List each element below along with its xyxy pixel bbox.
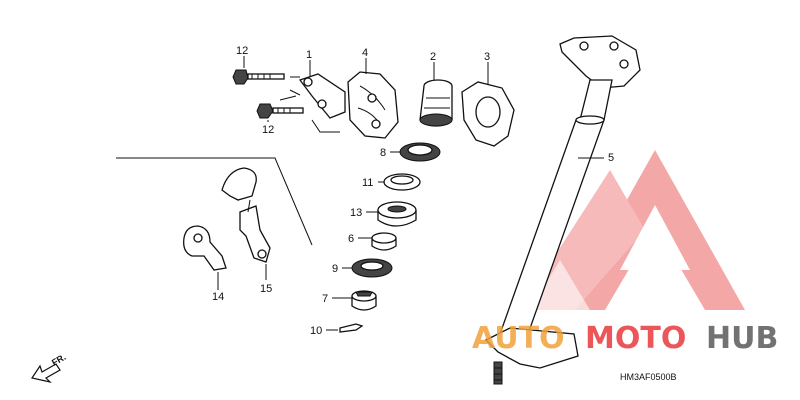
callout-10: 10 bbox=[310, 325, 322, 337]
part-7-nut bbox=[351, 290, 377, 311]
bolt-12-bottom bbox=[256, 103, 304, 119]
watermark-word-moto: MOTO bbox=[585, 321, 686, 356]
watermark-word-auto: AUTO bbox=[472, 321, 565, 356]
leader-lines bbox=[243, 56, 604, 299]
part-15-clamp bbox=[221, 167, 271, 280]
front-arrow-icon bbox=[31, 363, 61, 384]
watermark-word-hub: HUB bbox=[706, 321, 778, 356]
watermark-logo bbox=[520, 150, 745, 310]
part-4-holder bbox=[347, 71, 399, 139]
part-14-clamp bbox=[183, 225, 227, 290]
bolt-12-top bbox=[232, 69, 300, 85]
part-10-cotter-pin bbox=[326, 323, 364, 333]
callout-15: 15 bbox=[260, 283, 272, 295]
diagram-code: HM3AF0500B bbox=[620, 372, 677, 382]
part-11-ring bbox=[383, 173, 421, 191]
callout-12-bottom: 12 bbox=[262, 124, 274, 136]
callout-13: 13 bbox=[350, 207, 362, 219]
front-direction-indicator: FR. bbox=[31, 352, 68, 384]
part-13-bearing bbox=[377, 201, 417, 227]
callout-4: 4 bbox=[362, 47, 368, 59]
callout-7: 7 bbox=[322, 293, 328, 305]
part-5-steering-shaft bbox=[484, 35, 641, 385]
part-6-collar bbox=[371, 232, 397, 251]
group-separator-line bbox=[116, 157, 313, 246]
part-8-seal bbox=[399, 142, 441, 162]
callout-14: 14 bbox=[212, 291, 224, 303]
callout-3: 3 bbox=[484, 51, 490, 63]
part-2-bushing bbox=[419, 79, 453, 127]
part-9-seal bbox=[351, 258, 393, 278]
callout-2: 2 bbox=[430, 51, 436, 63]
callout-5: 5 bbox=[608, 152, 614, 164]
callout-11: 11 bbox=[362, 177, 373, 189]
callout-6: 6 bbox=[348, 233, 354, 245]
callout-12-top: 12 bbox=[236, 45, 248, 57]
callout-8: 8 bbox=[380, 147, 386, 159]
watermark-text: AUTO MOTO HUB bbox=[472, 321, 778, 356]
front-label: FR. bbox=[50, 352, 68, 368]
part-1-bracket bbox=[279, 73, 346, 133]
part-3-holder bbox=[461, 81, 515, 147]
callout-9: 9 bbox=[332, 263, 338, 275]
callout-1: 1 bbox=[306, 49, 312, 61]
